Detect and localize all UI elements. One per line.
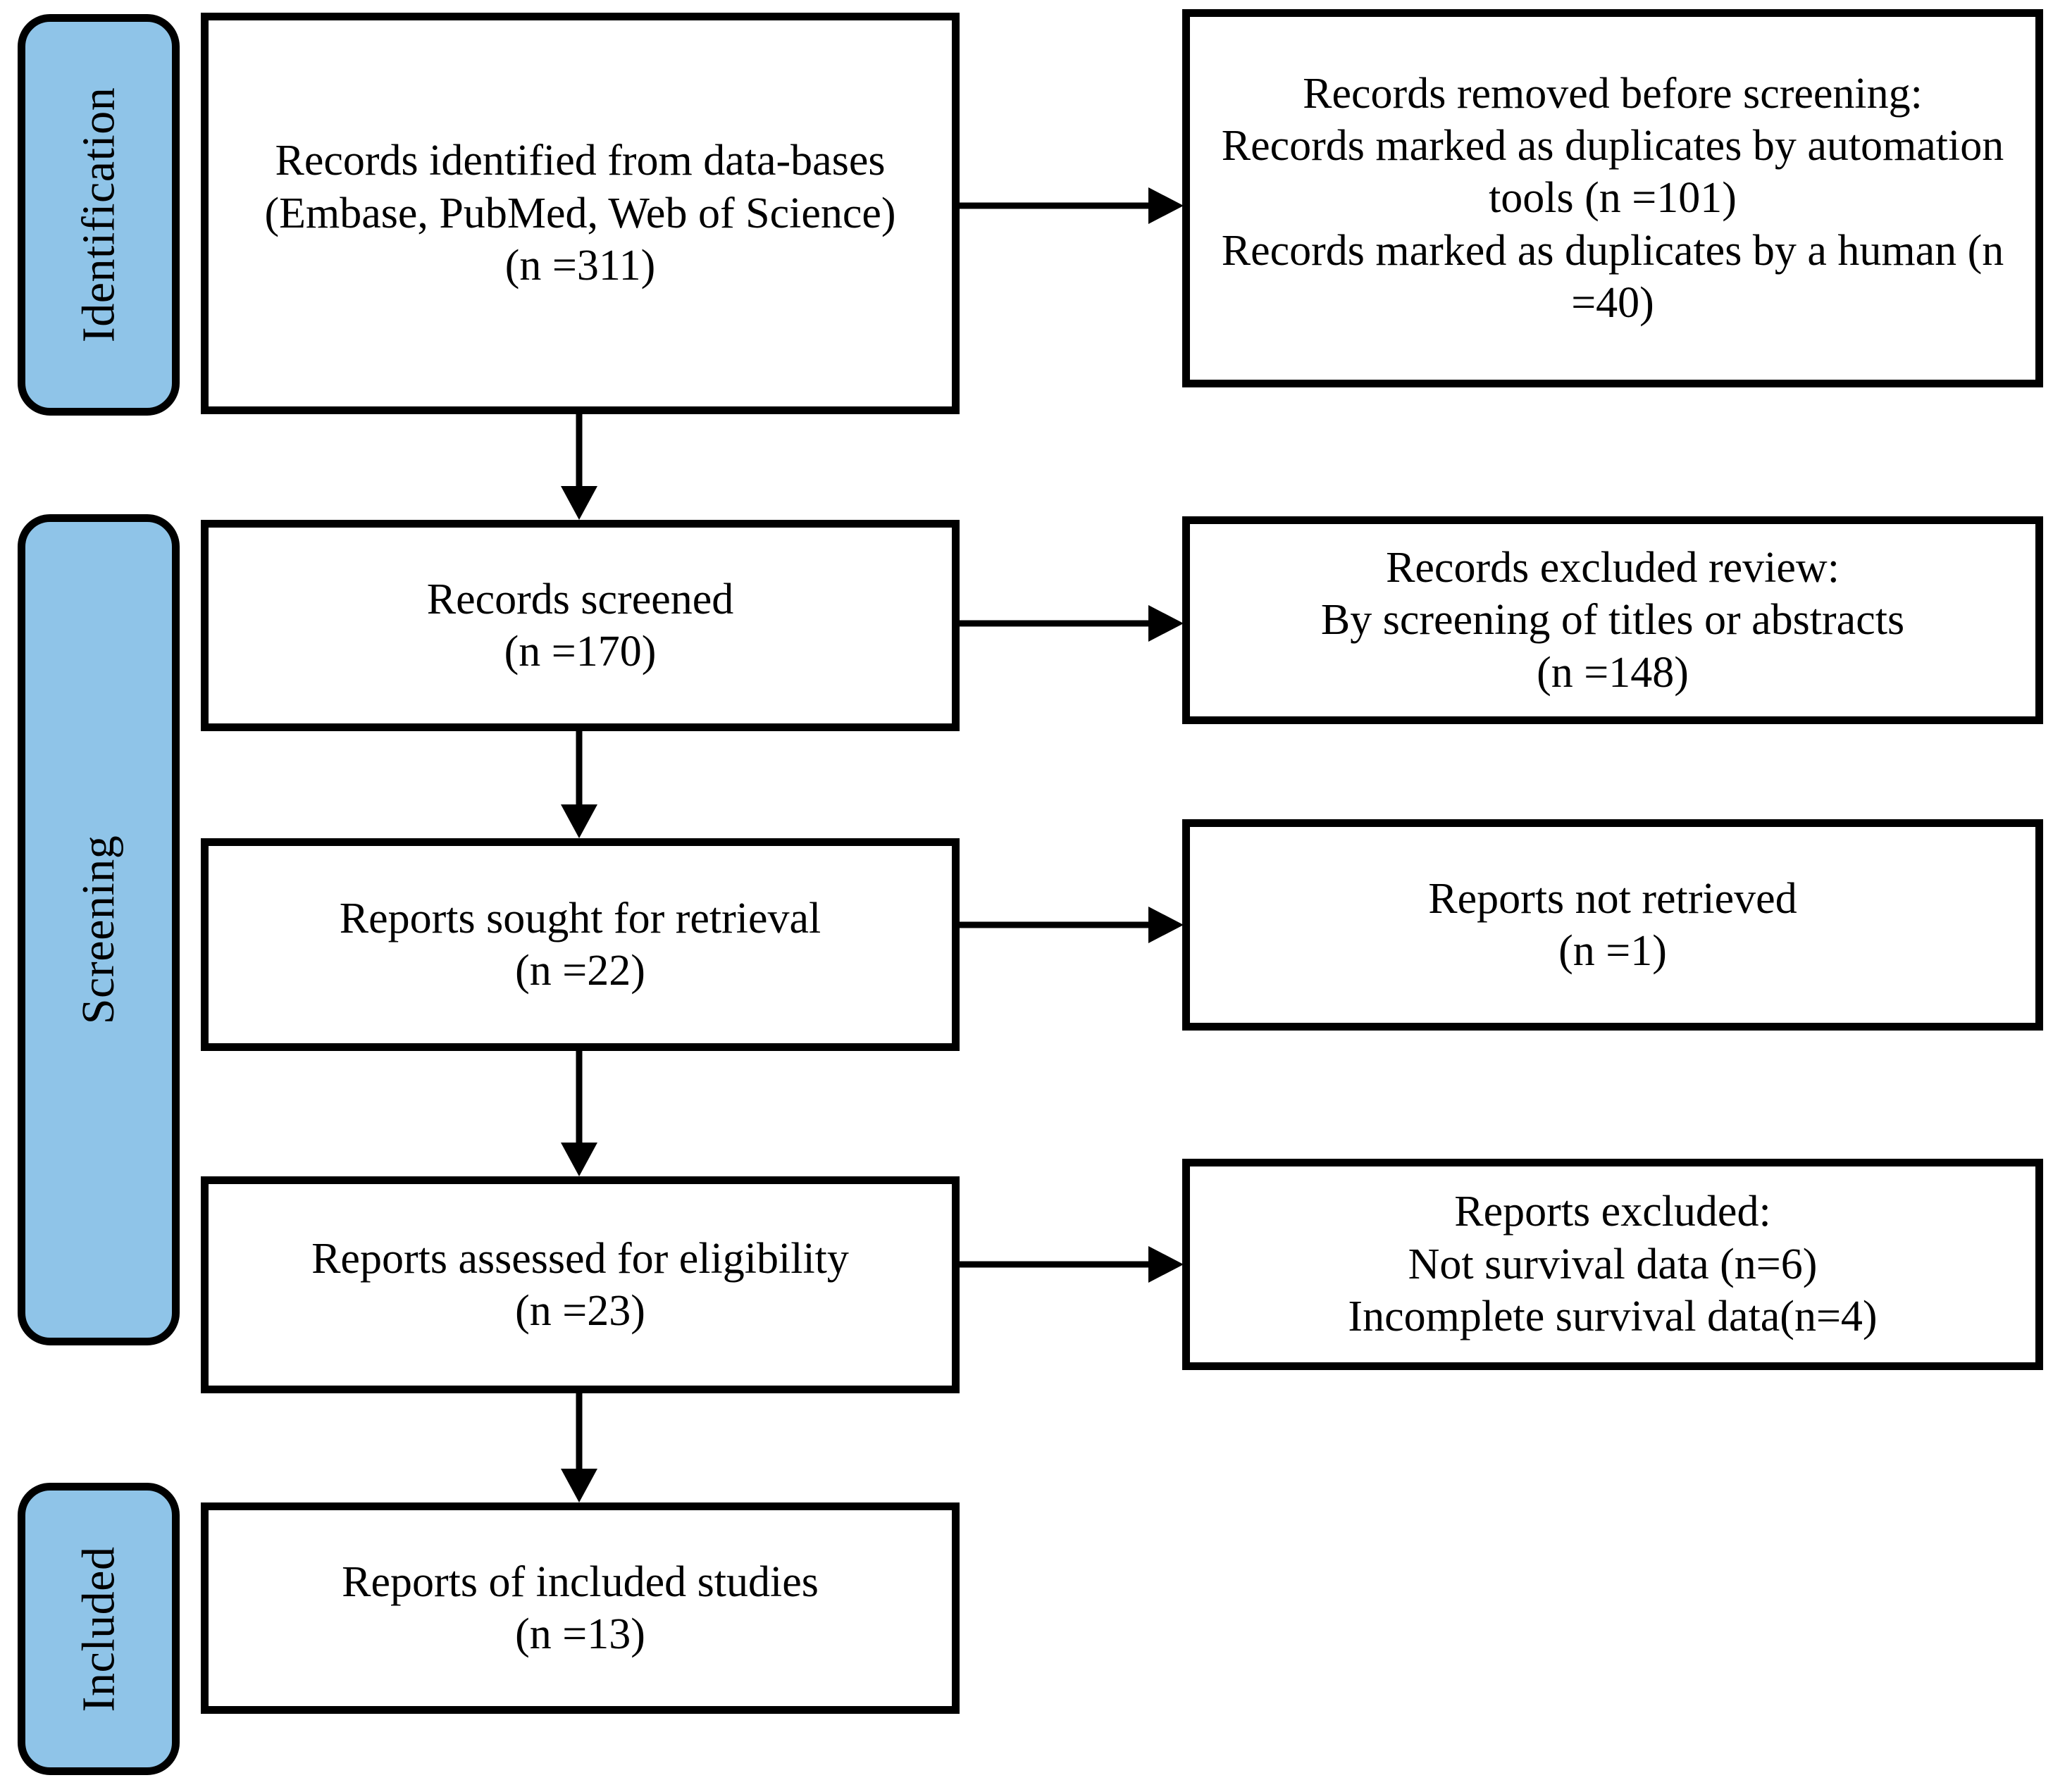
stage-label-included: Included xyxy=(73,1546,124,1712)
box-reports-not-retrieved: Reports not retrieved (n =1) xyxy=(1182,819,2043,1031)
arrow-identified-to-removed xyxy=(957,185,1186,227)
box-reports-sought-text: Reports sought for retrieval (n =22) xyxy=(339,894,821,995)
stage-pill-identification: Identification xyxy=(18,14,180,416)
arrow-assessed-to-reports-excluded xyxy=(957,1243,1186,1286)
box-records-excluded: Records excluded review: By screening of… xyxy=(1182,516,2043,724)
box-records-removed-text: Records removed before screening: Record… xyxy=(1221,69,2004,328)
box-records-identified-text: Records identified from data-bases (Emba… xyxy=(264,137,896,290)
box-records-screened-text: Records screened (n =170) xyxy=(426,575,734,676)
arrow-identified-to-screened xyxy=(557,413,602,523)
box-records-removed: Records removed before screening: Record… xyxy=(1182,9,2043,387)
box-reports-assessed-text: Reports assessed for eligibility (n =23) xyxy=(311,1234,849,1335)
stage-pill-screening: Screening xyxy=(18,514,180,1345)
box-reports-excluded: Reports excluded: Not survival data (n=6… xyxy=(1182,1159,2043,1370)
box-records-identified: Records identified from data-bases (Emba… xyxy=(201,13,960,414)
arrow-assessed-to-included xyxy=(557,1392,602,1505)
box-reports-sought: Reports sought for retrieval (n =22) xyxy=(201,838,960,1051)
stage-label-identification: Identification xyxy=(73,87,124,343)
box-records-excluded-text: Records excluded review: By screening of… xyxy=(1320,543,1905,697)
stage-pill-included: Included xyxy=(18,1483,180,1775)
box-records-screened: Records screened (n =170) xyxy=(201,520,960,731)
box-reports-included-text: Reports of included studies (n =13) xyxy=(342,1557,819,1658)
box-reports-not-retrieved-text: Reports not retrieved (n =1) xyxy=(1428,874,1797,975)
box-reports-assessed: Reports assessed for eligibility (n =23) xyxy=(201,1176,960,1393)
box-reports-included: Reports of included studies (n =13) xyxy=(201,1502,960,1714)
stage-label-screening: Screening xyxy=(73,835,124,1025)
arrow-screened-to-excluded xyxy=(957,602,1186,645)
box-reports-excluded-text: Reports excluded: Not survival data (n=6… xyxy=(1348,1188,1878,1341)
arrow-sought-to-not-retrieved xyxy=(957,904,1186,946)
arrow-sought-to-assessed xyxy=(557,1050,602,1179)
arrow-screened-to-sought xyxy=(557,730,602,841)
